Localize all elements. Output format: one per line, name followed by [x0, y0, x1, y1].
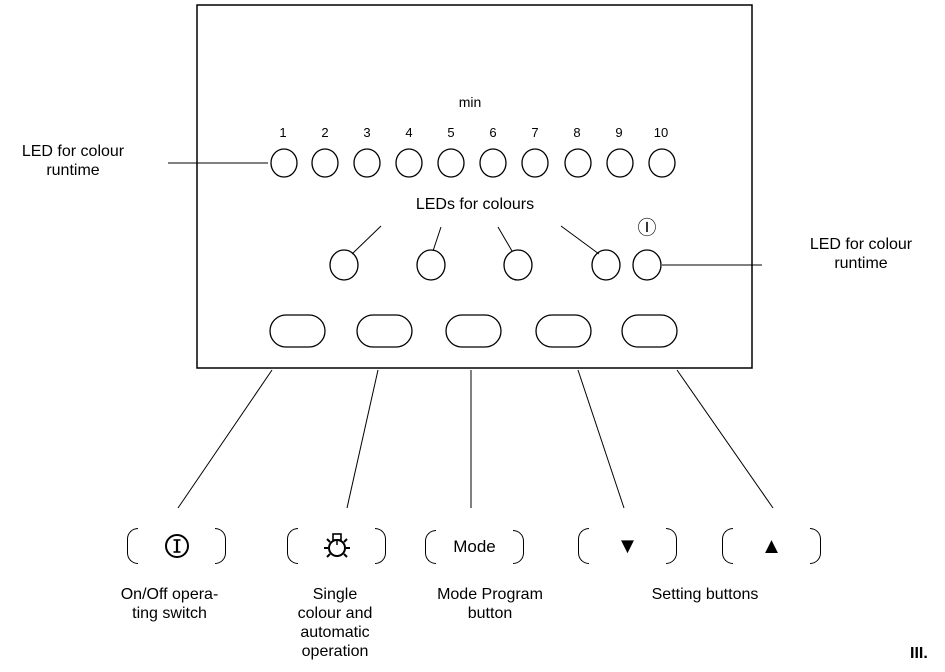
colour-led-4: [591, 249, 621, 281]
colour-led-2: [416, 249, 446, 281]
colour-led-row: [329, 249, 662, 281]
colour-led-1: [329, 249, 359, 281]
power-icon: [164, 534, 189, 558]
runtime-led-4: [395, 148, 423, 178]
left-led-label: LED for colour runtime: [21, 143, 125, 179]
panel-button-row: [269, 314, 678, 348]
runtime-number-4: 4: [405, 125, 413, 140]
runtime-led-row: [270, 148, 676, 178]
runtime-number-3: 3: [363, 125, 371, 140]
runtime-number-7: 7: [531, 125, 539, 140]
runtime-number-8: 8: [573, 125, 581, 140]
down-arrow-icon: ▼: [616, 533, 639, 558]
bulb-icon: [323, 533, 350, 558]
panel-button-1[interactable]: [269, 314, 326, 348]
panel-button-4[interactable]: [535, 314, 592, 348]
power-symbol-icon: Ⓘ: [637, 218, 657, 239]
runtime-led-10: [648, 148, 676, 178]
runtime-led-8: [564, 148, 592, 178]
colour-led-3: [503, 249, 533, 281]
colour-led-pointers: [351, 225, 600, 255]
up-legend-button: ▲: [722, 528, 821, 564]
runtime-led-5: [437, 148, 465, 178]
runtime-number-9: 9: [615, 125, 623, 140]
panel-button-5[interactable]: [621, 314, 678, 348]
runtime-led-7: [521, 148, 549, 178]
right-led-label: LED for colour runtime: [809, 236, 913, 272]
onoff-caption: On/Off opera- ting switch: [120, 586, 219, 622]
mode-caption: Mode Program button: [437, 586, 543, 622]
runtime-led-3: [353, 148, 381, 178]
runtime-number-2: 2: [321, 125, 329, 140]
panel-button-3[interactable]: [445, 314, 502, 348]
single-colour-legend-button: [287, 528, 386, 564]
down-legend-button: ▼: [578, 528, 677, 564]
runtime-number-10: 10: [653, 125, 669, 140]
operating-led: [632, 249, 662, 281]
up-arrow-icon: ▲: [760, 533, 783, 558]
setting-buttons-caption: Setting buttons: [651, 586, 759, 603]
callout-lines: [168, 162, 774, 509]
runtime-led-6: [479, 148, 507, 178]
runtime-number-5: 5: [447, 125, 455, 140]
runtime-number-1: 1: [279, 125, 287, 140]
figure-reference: III.: [910, 645, 928, 662]
mode-legend-button: Mode: [425, 530, 524, 564]
runtime-led-9: [606, 148, 634, 178]
panel-frame: [196, 4, 753, 369]
runtime-number-6: 6: [489, 125, 497, 140]
leds-for-colours-label: LEDs for colours: [415, 196, 535, 213]
runtime-led-1: [270, 148, 298, 178]
runtime-led-2: [311, 148, 339, 178]
single-colour-caption: Single colour and automatic operation: [297, 586, 373, 660]
onoff-legend-button: [127, 528, 226, 564]
unit-label: min: [458, 94, 482, 110]
mode-button-label: Mode: [453, 537, 496, 556]
panel-button-2[interactable]: [356, 314, 413, 348]
